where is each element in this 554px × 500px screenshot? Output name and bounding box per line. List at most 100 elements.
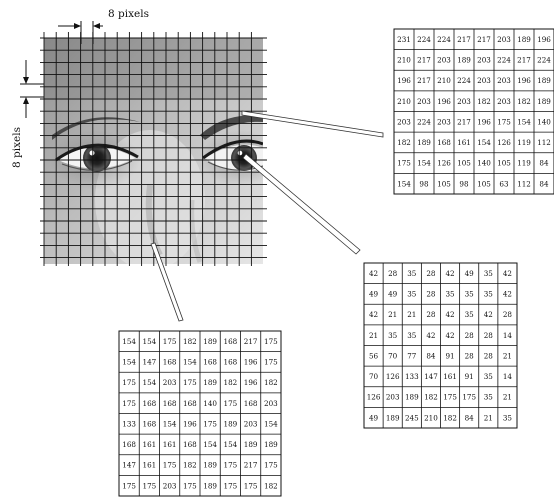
matrix-cell: 105: [497, 159, 511, 168]
matrix-cell: 70: [369, 372, 379, 381]
callout-eyebrow: [242, 111, 383, 137]
matrix-cell: 21: [407, 310, 416, 319]
matrix-cell: 91: [465, 372, 474, 381]
matrix-cell: 70: [388, 351, 398, 360]
matrix-cell: 14: [503, 331, 513, 340]
matrix-cell: 105: [477, 179, 491, 188]
matrix-cell: 175: [264, 337, 278, 346]
matrix-cell: 84: [426, 351, 436, 360]
matrix-cell: 196: [244, 378, 258, 387]
matrix-cell: 210: [437, 76, 451, 85]
matrix-cell: 91: [445, 351, 454, 360]
matrix-cell: 203: [497, 97, 511, 106]
matrix-cell: 161: [143, 461, 157, 470]
matrix-cell: 35: [407, 269, 417, 278]
matrix-cell: 175: [183, 378, 197, 387]
matrix-cell: 154: [143, 337, 157, 346]
matrix-cell: 168: [122, 440, 136, 449]
matrix-cell: 175: [224, 481, 238, 490]
matrix-cell: 154: [264, 419, 278, 428]
matrix-cell: 175: [244, 481, 258, 490]
matrix-cell: 217: [457, 117, 471, 126]
matrix-cell: 35: [465, 310, 475, 319]
matrix-cell: 49: [388, 290, 398, 299]
matrix-cell: 154: [163, 419, 177, 428]
matrix-cell: 210: [397, 97, 411, 106]
matrix-cell: 175: [122, 481, 136, 490]
matrix-cell: 63: [499, 179, 509, 188]
matrix-cell: 168: [163, 358, 177, 367]
matrix-cell: 168: [143, 419, 157, 428]
matrix-cell: 154: [397, 179, 411, 188]
matrix-cell: 147: [122, 461, 136, 470]
matrix-cell: 189: [203, 461, 217, 470]
matrix-cell: 203: [497, 35, 511, 44]
matrix-cell: 35: [445, 290, 455, 299]
matrix-cell: 147: [424, 372, 438, 381]
matrix-cell: 175: [264, 461, 278, 470]
matrix-cell: 28: [503, 310, 513, 319]
matrix-cell: 161: [163, 440, 177, 449]
matrix-cell: 175: [122, 399, 136, 408]
matrix-cell: 189: [457, 56, 471, 65]
matrix-cell: 245: [405, 413, 419, 422]
matrix-cell: 49: [369, 413, 379, 422]
matrix-cell: 147: [143, 358, 157, 367]
matrix-cell: 189: [386, 413, 400, 422]
matrix-cell: 42: [426, 331, 435, 340]
matrix-cell: 203: [264, 399, 278, 408]
matrix-cell: 154: [417, 159, 431, 168]
matrix-cell: 161: [143, 440, 157, 449]
matrix-cell: 133: [405, 372, 419, 381]
matrix-cell: 189: [405, 393, 419, 402]
matrix-cell: 224: [417, 35, 431, 44]
matrix-cell: 168: [163, 399, 177, 408]
matrix-cell: 28: [484, 351, 494, 360]
matrix-cell: 168: [244, 399, 258, 408]
matrix-cell: 119: [517, 138, 531, 147]
matrix-cell: 224: [497, 56, 511, 65]
matrix-cell: 189: [203, 481, 217, 490]
matrix-cell: 154: [517, 117, 531, 126]
matrix-cell: 203: [497, 76, 511, 85]
matrix-cell: 175: [264, 358, 278, 367]
matrix-cell: 203: [437, 117, 451, 126]
matrix-cell: 168: [183, 440, 197, 449]
matrix-cell: 182: [183, 461, 197, 470]
matrix-cell: 175: [443, 393, 457, 402]
matrix-cell: 196: [397, 76, 411, 85]
matrix-cell: 189: [203, 337, 217, 346]
matrix-cell: 35: [484, 372, 494, 381]
matrix-cell: 217: [244, 337, 258, 346]
matrix-cell: 49: [369, 290, 379, 299]
matrix-cell: 119: [517, 159, 531, 168]
matrix-cell: 196: [477, 117, 491, 126]
matrix-cell: 28: [388, 269, 398, 278]
matrix-cell: 203: [477, 76, 491, 85]
matrix-cell: 161: [443, 372, 457, 381]
matrix-cell: 140: [203, 399, 217, 408]
matrix-cell: 196: [183, 419, 197, 428]
matrix-cell: 203: [386, 393, 400, 402]
matrix-cell: 217: [517, 56, 531, 65]
matrix-cell: 35: [484, 269, 494, 278]
matrix-cell: 56: [369, 351, 379, 360]
matrix-cell: 140: [537, 117, 551, 126]
matrix-cell: 42: [369, 310, 378, 319]
matrix-cell: 112: [517, 179, 531, 188]
matrix-cell: 28: [465, 351, 475, 360]
matrix-cell: 203: [244, 419, 258, 428]
matrix-cell: 49: [465, 269, 475, 278]
matrix-cell: 224: [457, 76, 471, 85]
matrix-cell: 182: [424, 393, 438, 402]
matrix-cell: 196: [537, 35, 551, 44]
matrix-cell: 189: [264, 440, 278, 449]
matrix-cell: 175: [462, 393, 476, 402]
matrix-cell: 182: [183, 337, 197, 346]
matrix-cell: 175: [224, 399, 238, 408]
matrix-cell: 182: [477, 97, 491, 106]
matrix-cell: 231: [397, 35, 411, 44]
